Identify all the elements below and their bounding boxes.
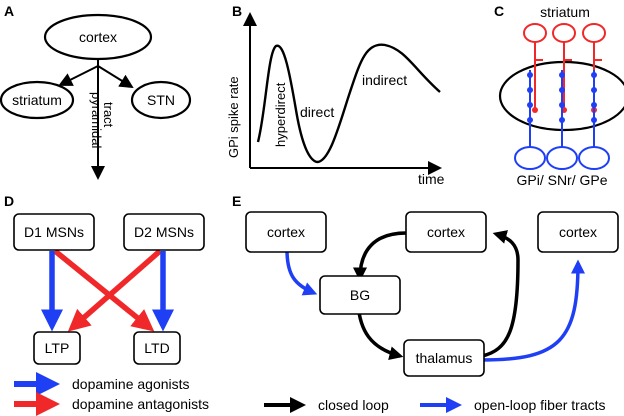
panel-e: E cortex cortex cortex BG thalamus close… [232,193,619,413]
cortex-label-a: cortex [79,29,117,45]
panel-a-letter: A [4,3,14,19]
striatal-neuron-1 [523,23,547,43]
cortex-to-bg-loop-arrow [353,231,407,282]
d1-msns-label: D1 MSNs [24,224,84,240]
panel-a: A cortex striatum STN pyramidal tract [0,3,192,180]
output-neuron-2 [546,146,578,170]
ltp-label: LTP [45,340,70,356]
cortex-label-mid: cortex [427,224,465,240]
thalamus-to-cortex-open-arrow [481,259,585,362]
legend-antagonists-label: dopamine antagonists [72,396,209,412]
panel-c: C striatum [494,3,624,188]
cortex-box-left [245,211,327,253]
cortex-box-right [537,211,619,253]
thalamus-box [403,339,485,377]
x-axis-label: time [418,171,445,187]
panel-d: D D1 MSNs D2 MSNs LTP LTD dopamine agoni… [4,193,209,416]
bg-box [319,275,401,315]
cortex-to-striatum-arrow [58,65,99,86]
cortex-label-right: cortex [559,224,597,240]
striatum-label-a: striatum [12,92,62,108]
striatal-neuron-2 [552,23,576,43]
striatum-label-c: striatum [540,4,590,20]
gpi-snr-gpe-label: GPi/ SNr/ GPe [516,172,607,188]
striatum-node-a [0,80,75,120]
output-neuron-1 [514,146,546,170]
panel-d-letter: D [4,193,14,209]
ltp-box [33,331,81,365]
output-neuron-3 [578,146,610,170]
panel-e-letter: E [232,193,241,209]
output-synapses [527,72,597,123]
ltd-box [133,331,181,365]
cortex-to-stn-arrow [97,65,134,89]
indirect-label: indirect [362,72,407,88]
striatal-neuron-3 [582,23,606,43]
cortex-box-mid [405,211,487,253]
output-neurons [514,70,610,170]
d1-to-ltd-arrow [53,248,155,332]
d1-msns-box [13,213,95,251]
y-axis-label: GPi spike rate [226,76,241,158]
stn-label-a: STN [147,92,175,108]
direct-label: direct [300,104,334,120]
stn-node-a [130,80,192,120]
panel-b-letter: B [232,3,242,19]
pyramidal-label: pyramidal [89,92,104,148]
d2-to-ltp-arrow [67,248,162,332]
thalamus-label: thalamus [416,350,473,366]
legend-closed-label: closed loop [318,397,389,413]
tract-label: tract [101,102,116,128]
cortex-label-left: cortex [267,224,305,240]
d2-msns-label: D2 MSNs [134,224,194,240]
d2-msns-box [123,213,205,251]
legend-agonists-label: dopamine agonists [72,376,190,392]
hyperdirect-label: hyperdirect [273,82,288,147]
cortex-to-bg-open-arrow [285,249,318,296]
ltd-label: LTD [144,340,169,356]
legend-open-label: open-loop fiber tracts [474,397,606,413]
panel-b: B GPi spike rate time hyperdirect direct… [226,3,445,187]
bg-label: BG [350,287,370,303]
thalamus-to-cortex-loop-arrow [481,230,520,358]
spike-rate-curve [256,43,441,164]
panel-c-letter: C [494,3,504,19]
